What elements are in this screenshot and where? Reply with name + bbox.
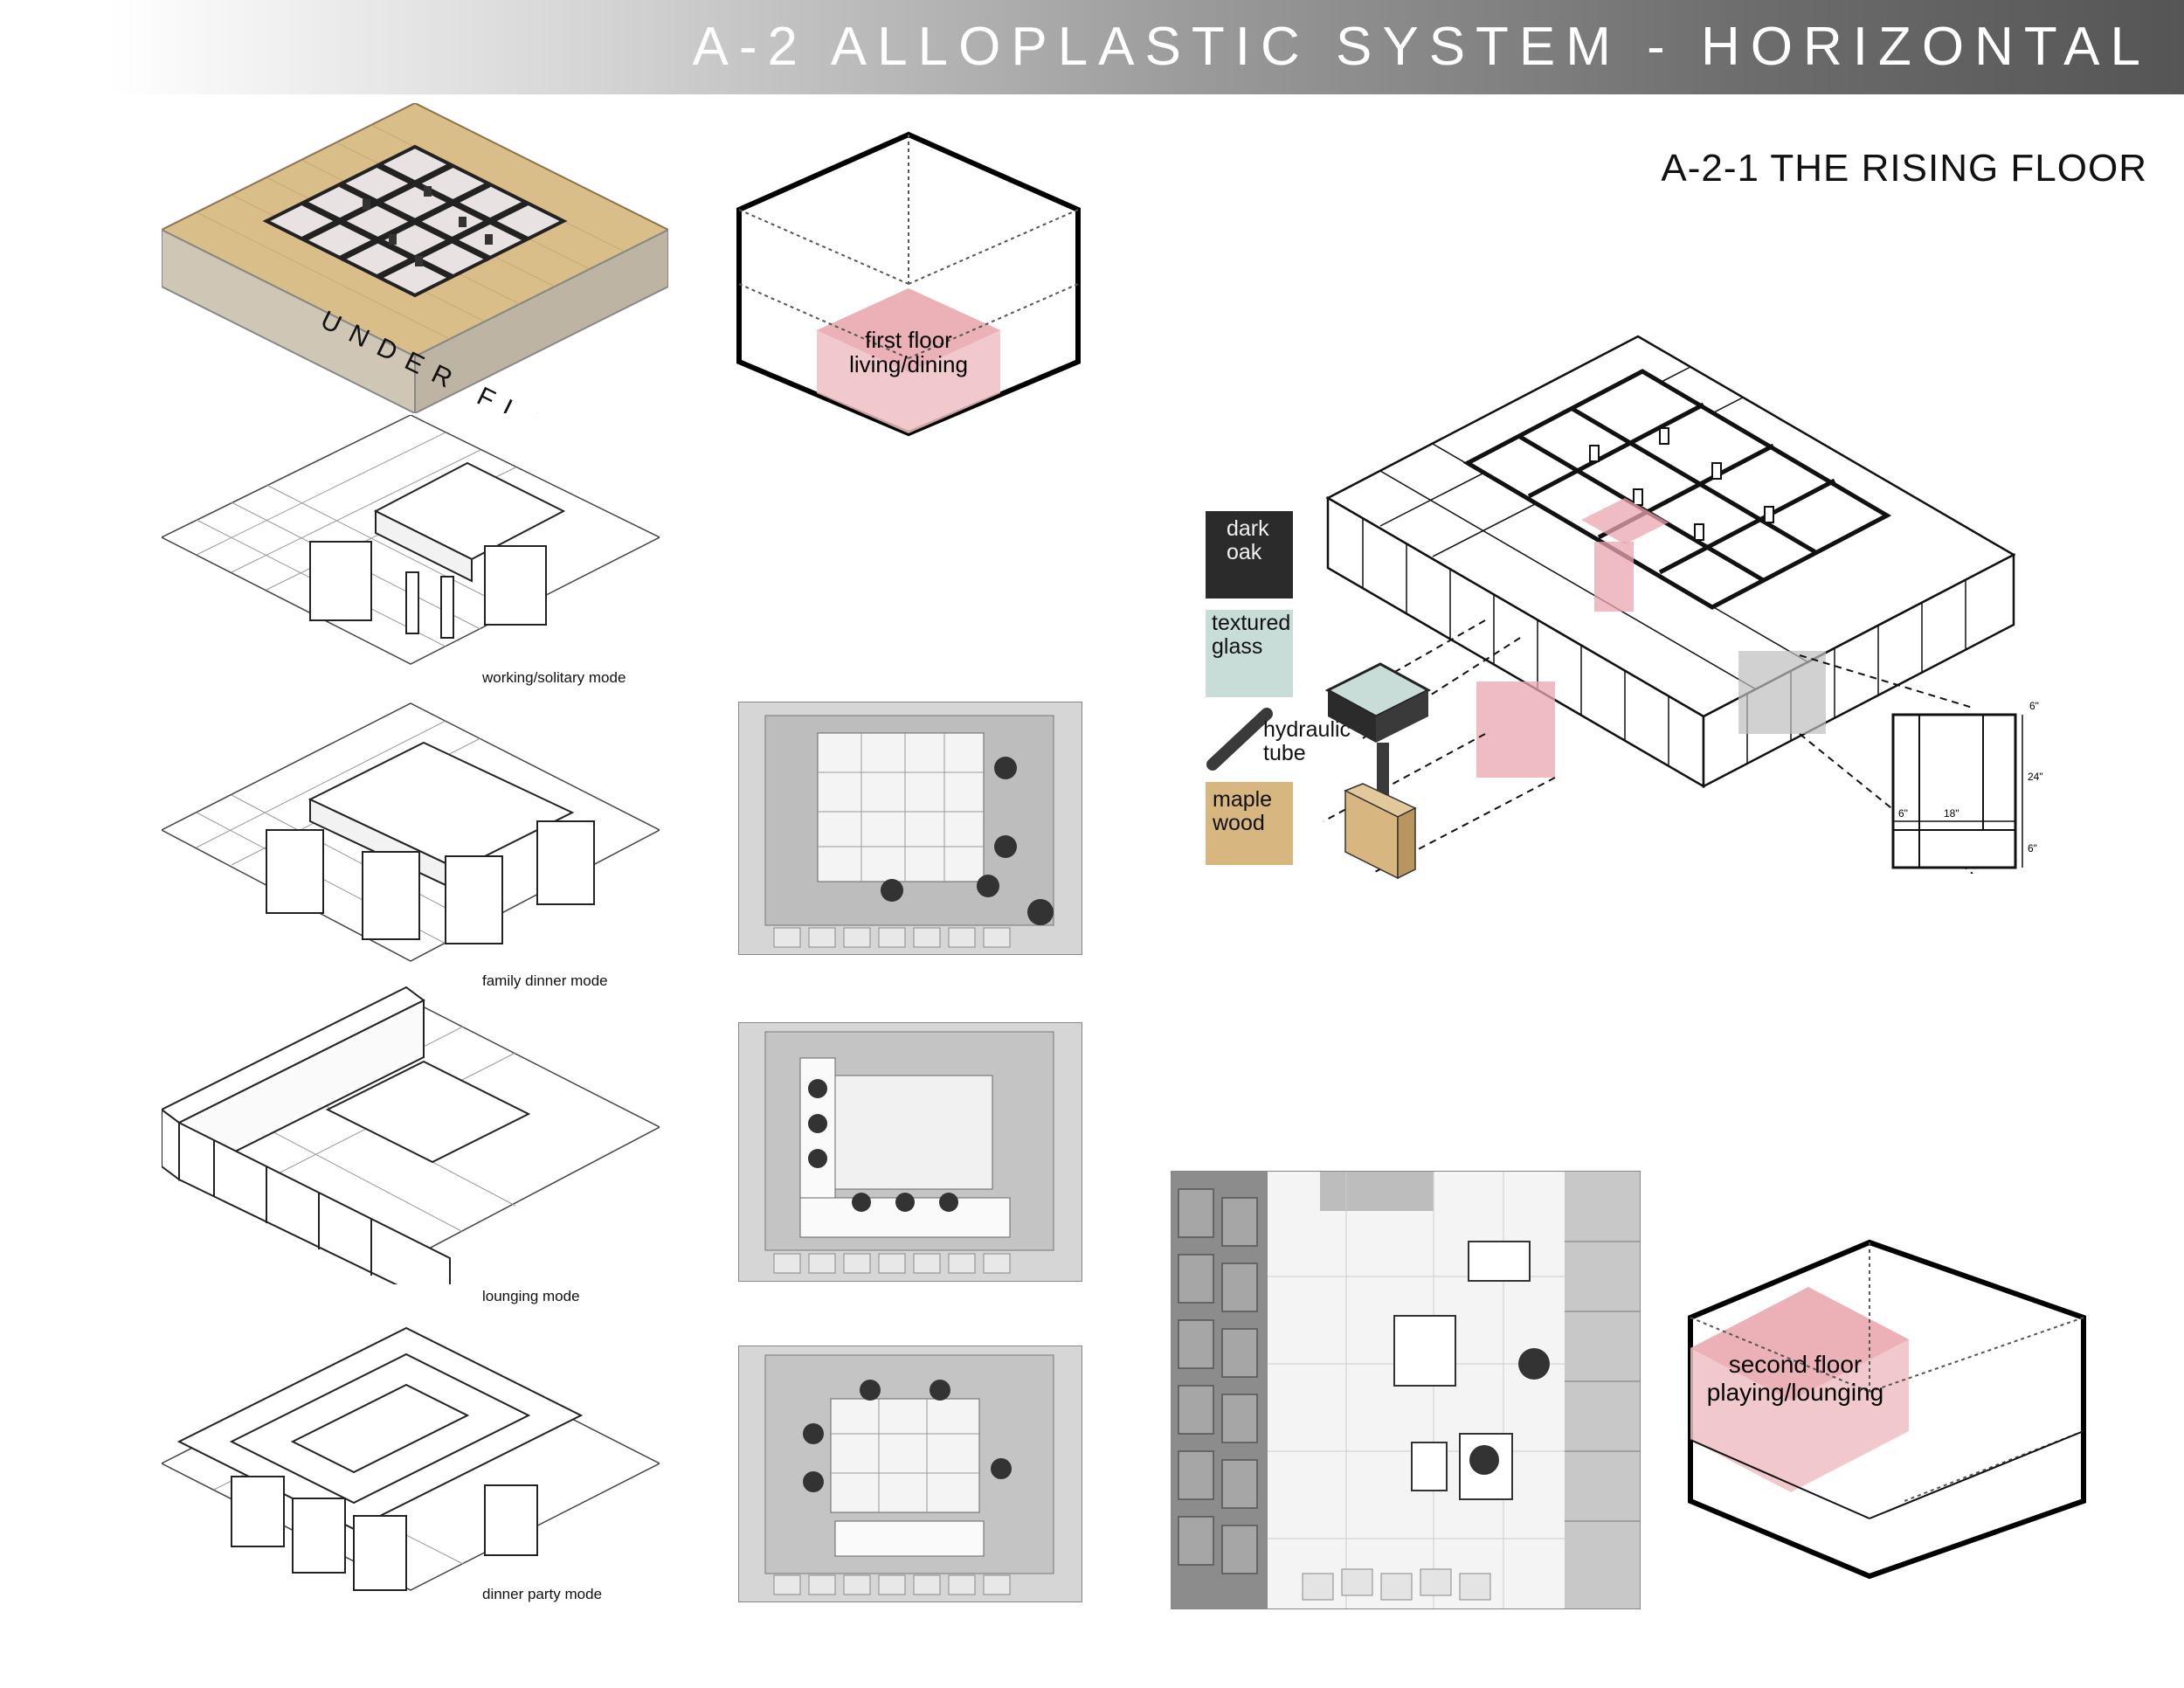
section-title: A-2-1 THE RISING FLOOR (1661, 147, 2147, 190)
mode-dinner-party-caption: dinner party mode (482, 1586, 603, 1602)
render-dinner-party (738, 1346, 1082, 1602)
dim-bottom-mid: 18" (1944, 807, 1959, 820)
swatch-maple-wood (1206, 782, 1293, 865)
dim-right: 24" (2028, 771, 2043, 783)
render-second-floor (1171, 1171, 1641, 1609)
mode-dinner-party-diagram (162, 1326, 660, 1591)
under-floor-diagram: UNDER FLOOR (162, 103, 668, 413)
mode-family-caption: family dinner mode (482, 972, 608, 989)
mode-working-caption: working/solitary mode (482, 669, 626, 686)
maple-block-part (1344, 783, 1417, 880)
render-family-dinner (738, 702, 1082, 955)
dim-bottom-right: 6" (2028, 842, 2037, 854)
tube-part (1377, 743, 1389, 795)
hex-first-line2: living/dining (849, 351, 968, 377)
glass-tray-part (1324, 662, 1432, 743)
swatch-dark-oak (1206, 511, 1293, 598)
mode-working-diagram (162, 415, 660, 665)
hydraulic-tube-icon (1206, 708, 1273, 771)
render-lounging (738, 1022, 1082, 1282)
hex-first-floor: first floor living/dining (736, 131, 1081, 437)
mode-family-diagram (162, 702, 660, 962)
dim-bottom-left: 6" (1898, 807, 1908, 820)
hex-second-line1: second floor (1729, 1351, 1863, 1378)
rising-floor-isometric (1323, 335, 2016, 874)
dimension-detail: 6" 24" 6" 18" 6" (1891, 700, 2043, 869)
page-title: A-2 ALLOPLASTIC SYSTEM - HORIZONTAL (692, 17, 2151, 77)
hex-second-line2: playing/lounging (1707, 1379, 1883, 1406)
hex-second-floor: second floor playing/lounging (1688, 1239, 2086, 1580)
mode-lounging-caption: lounging mode (482, 1288, 580, 1304)
mode-lounging-diagram (162, 986, 660, 1284)
header-bar: A-2 ALLOPLASTIC SYSTEM - HORIZONTAL (0, 0, 2184, 94)
dim-top: 6" (2029, 700, 2039, 712)
swatch-textured-glass (1206, 610, 1293, 697)
hex-first-line1: first floor (865, 327, 952, 353)
